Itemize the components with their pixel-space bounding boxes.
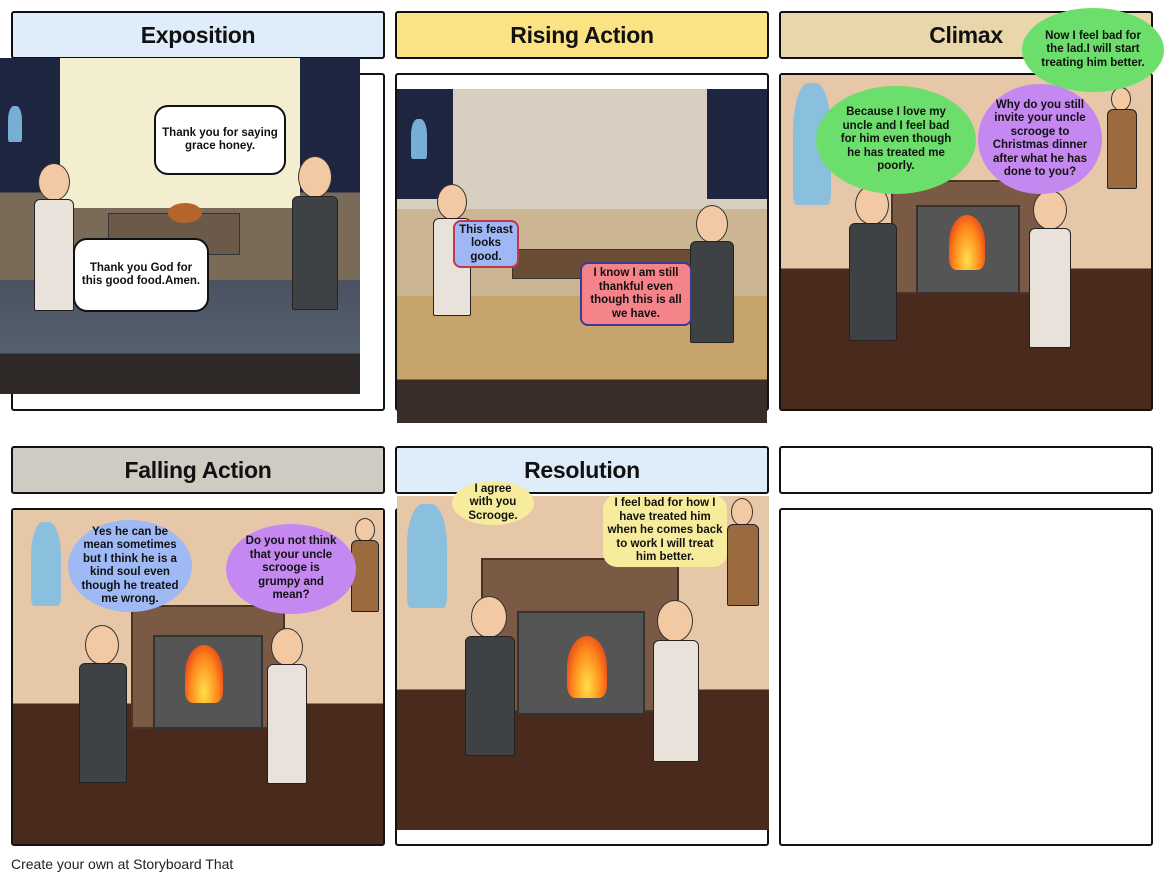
panel-title-resolution: Resolution <box>395 446 769 494</box>
ghost-figure <box>407 504 447 608</box>
ghost-figure <box>411 119 427 159</box>
thought-bubble: Because I love my uncle and I feel bad f… <box>816 86 976 194</box>
panel-frame-empty <box>779 508 1153 846</box>
speech-bubble: This feast looks good. <box>453 220 519 268</box>
speech-bubble: Thank you God for this good food.Amen. <box>73 238 209 312</box>
speech-bubble: I feel bad for how I have treated him wh… <box>603 495 727 567</box>
panel-title-empty <box>779 446 1153 494</box>
thought-bubble: Do you not think that your uncle scrooge… <box>226 524 356 614</box>
speech-bubble: Now I feel bad for the lad.I will start … <box>1022 8 1164 92</box>
speech-bubble: Thank you for saying grace honey. <box>154 105 286 175</box>
fire-icon <box>185 645 223 703</box>
ghost-figure <box>8 106 22 142</box>
panel-title-exposition: Exposition <box>11 11 385 59</box>
ghost-figure <box>31 522 61 606</box>
speech-bubble: I know I am still thankful even though t… <box>580 262 692 326</box>
fire-icon <box>949 215 985 270</box>
panel-title-falling-action: Falling Action <box>11 446 385 494</box>
speech-bubble: I agree with you Scrooge. <box>452 481 534 525</box>
fire-icon <box>567 636 607 698</box>
thought-bubble: Why do you still invite your uncle scroo… <box>978 84 1102 194</box>
scene-resolution <box>397 496 769 830</box>
panel-title-rising-action: Rising Action <box>395 11 769 59</box>
thought-bubble: Yes he can be mean sometimes but I think… <box>68 520 192 612</box>
storyboard-that-credit[interactable]: Create your own at Storyboard That <box>11 856 234 872</box>
